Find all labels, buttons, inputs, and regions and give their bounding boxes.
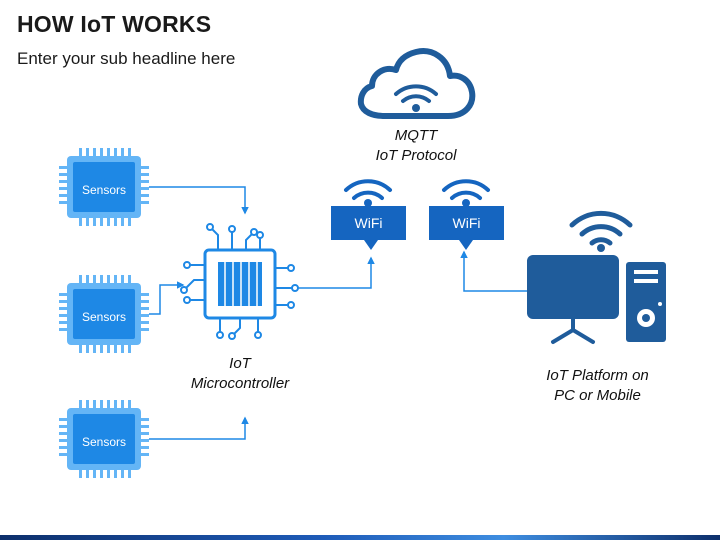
microcontroller-chip (180, 223, 299, 340)
computer-icon (527, 210, 666, 344)
wifi-box-1 (331, 179, 406, 250)
platform-label-line2: PC or Mobile (554, 387, 641, 404)
connector-mcu-wifi1 (296, 256, 375, 289)
microcontroller-label: IoT Microcontroller (170, 354, 310, 394)
wifi-box-2 (429, 179, 504, 250)
sensor-label-1: Sensors (81, 183, 127, 197)
page-subtitle: Enter your sub headline here (17, 49, 236, 68)
cloud-label-line1: MQTT (394, 127, 438, 144)
connector-sensor2-mcu (149, 281, 185, 315)
cloud-icon (357, 48, 476, 119)
microcontroller-label-line1: IoT (229, 355, 251, 372)
wifi-label-2: WiFi (452, 215, 481, 231)
connector-sensor3-mcu (149, 416, 249, 440)
platform-label: IoT Platform on PC or Mobile (520, 366, 675, 406)
footer-gradient-bar (0, 535, 720, 540)
sensor-label-3: Sensors (81, 435, 127, 449)
platform-label-line1: IoT Platform on (546, 367, 649, 384)
wifi-label-1: WiFi (354, 215, 383, 231)
page-title: HOW IoT WORKS (17, 11, 212, 37)
cloud-label-line2: IoT Protocol (375, 147, 457, 164)
sensor-label-2: Sensors (81, 310, 127, 324)
microcontroller-label-line2: Microcontroller (190, 375, 290, 392)
cloud-label: MQTT IoT Protocol (340, 126, 492, 166)
connector-sensor1-mcu (149, 186, 249, 215)
connector-pc-wifi2 (460, 250, 530, 292)
